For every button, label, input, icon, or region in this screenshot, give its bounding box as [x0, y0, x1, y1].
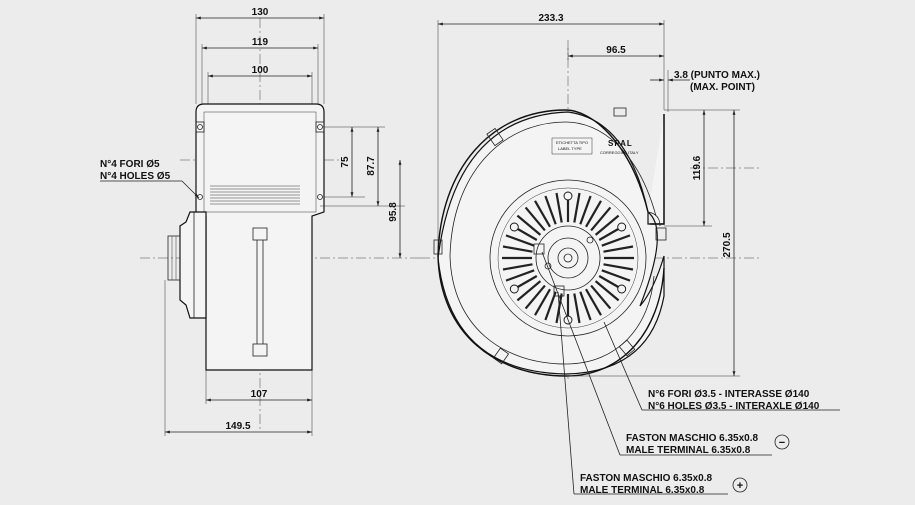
cooling-fin — [516, 280, 542, 302]
svg-text:ETICHETTA TIPO: ETICHETTA TIPO — [556, 140, 588, 145]
cooling-fin — [573, 192, 581, 223]
dim-119: 119 — [252, 37, 269, 48]
terminal-negative — [533, 243, 545, 255]
svg-text:ITALY: ITALY — [628, 150, 639, 155]
dim-95-8: 95.8 — [388, 202, 399, 222]
negative-icon — [774, 434, 790, 450]
faston-neg-symbol: − — [779, 437, 785, 449]
holes-note-en: N°4 HOLES Ø5 — [100, 171, 171, 182]
cooling-fin — [534, 200, 551, 228]
dim-270-5: 270.5 — [722, 232, 733, 257]
cooling-fins — [502, 192, 634, 324]
side-motor — [179, 211, 207, 319]
cooling-fin — [534, 288, 551, 316]
cooling-fin — [579, 195, 592, 225]
side-housing — [195, 103, 325, 371]
holes-callout-it: N°6 FORI Ø3.5 - INTERASSE Ø140 — [648, 389, 810, 400]
cooling-fin — [594, 280, 620, 302]
cooling-fin — [579, 291, 592, 321]
motor-flange — [489, 179, 647, 337]
dim-100: 100 — [252, 65, 269, 76]
mounting-hole — [617, 222, 627, 232]
cooling-fin — [502, 263, 533, 271]
cooling-fin — [573, 293, 581, 324]
cooling-fin — [516, 214, 542, 236]
brand-label: SPAL — [608, 139, 633, 148]
label-plate: SPAL ETICHETTA TIPO LABEL TYPE CORREGGIO… — [551, 137, 639, 155]
faston-pos-en: MALE TERMINAL 6.35x0.8 — [580, 485, 705, 496]
cooling-fin — [544, 195, 557, 225]
cooling-fin — [505, 269, 535, 282]
cooling-fin — [544, 291, 557, 321]
faston-neg-it: FASTON MASCHIO 6.35x0.8 — [626, 433, 759, 444]
mounting-hole — [509, 284, 519, 294]
holes-callout-en: N°6 HOLES Ø3.5 - INTERAXLE Ø140 — [648, 401, 820, 412]
cooling-fin — [502, 245, 533, 253]
volute-housing — [437, 111, 665, 375]
mounting-hole — [563, 191, 573, 201]
mounting-hole — [509, 222, 519, 232]
dim-3-8-en: (MAX. POINT) — [690, 82, 755, 93]
cooling-fin — [524, 284, 546, 310]
svg-text:LABEL TYPE: LABEL TYPE — [558, 146, 582, 151]
faston-pos-it: FASTON MASCHIO 6.35x0.8 — [580, 473, 713, 484]
dim-96-5: 96.5 — [606, 45, 626, 56]
cooling-fin — [594, 214, 620, 236]
dim-75: 75 — [340, 156, 351, 168]
cooling-fin — [590, 206, 612, 232]
dim-119-6: 119.6 — [692, 155, 703, 180]
front-view: SPAL ETICHETTA TIPO LABEL TYPE CORREGGIO… — [420, 13, 760, 380]
dim-149-5: 149.5 — [225, 421, 250, 432]
cooling-fin — [601, 269, 631, 282]
dim-107: 107 — [251, 389, 268, 400]
cooling-fin — [603, 263, 634, 271]
dim-87-7: 87.7 — [366, 156, 377, 176]
mounting-hole — [617, 284, 627, 294]
cooling-fin — [524, 206, 546, 232]
dim-130: 130 — [252, 7, 269, 18]
dim-233-3: 233.3 — [538, 13, 563, 24]
holes-note-it: N°4 FORI Ø5 — [100, 159, 160, 170]
svg-text:CORREGGIO: CORREGGIO — [600, 150, 625, 155]
cooling-fin — [555, 192, 563, 223]
cooling-fin — [505, 234, 535, 247]
cooling-fin — [601, 234, 631, 247]
faston-pos-symbol: + — [737, 480, 743, 492]
cooling-fin — [585, 200, 602, 228]
outlet-grille — [210, 185, 300, 205]
callouts: N°6 FORI Ø3.5 - INTERASSE Ø140 N°6 HOLES… — [541, 251, 840, 496]
positive-icon — [732, 477, 748, 493]
faston-neg-en: MALE TERMINAL 6.35x0.8 — [626, 445, 751, 456]
cooling-fin — [585, 288, 602, 316]
side-view: 130 119 100 75 87.7 95.8 N°4 FORI Ø5 N°4… — [100, 7, 420, 436]
cooling-fin — [590, 284, 612, 310]
cooling-fin — [603, 245, 634, 253]
dim-3-8-it: 3.8 (PUNTO MAX.) — [674, 70, 760, 81]
